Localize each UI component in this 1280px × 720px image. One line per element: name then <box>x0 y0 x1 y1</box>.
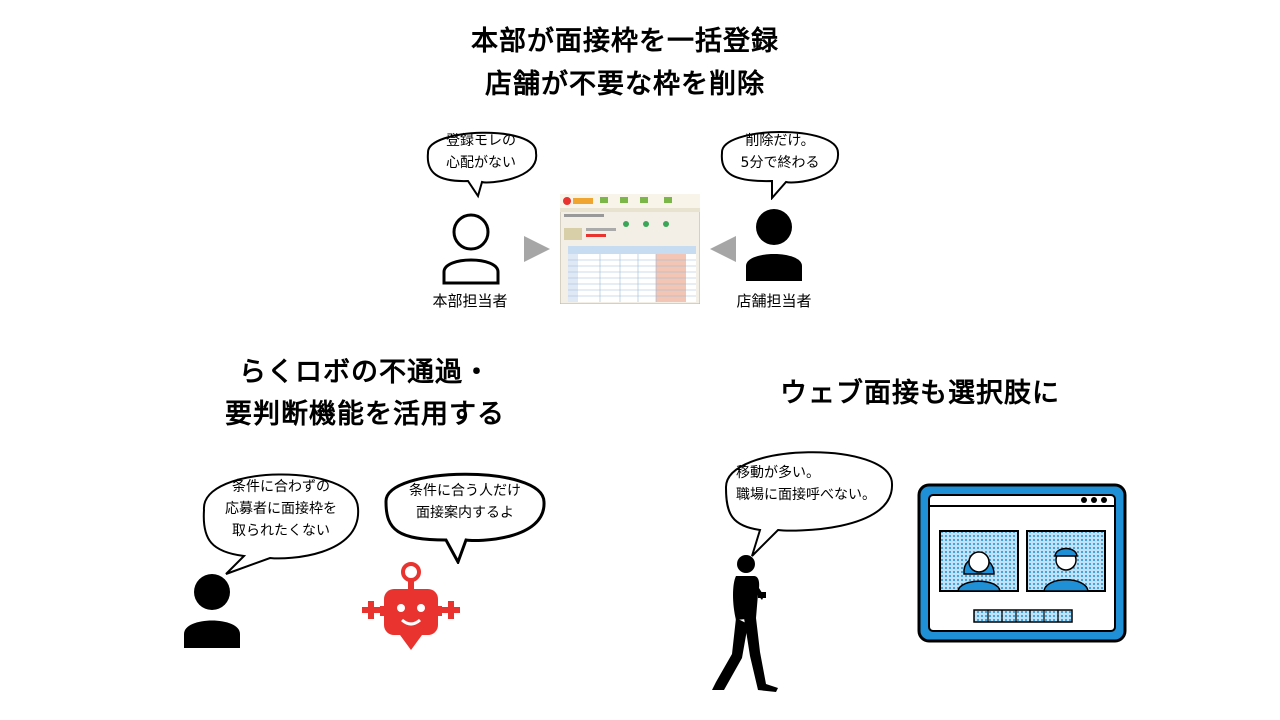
store-label: 店舗担当者 <box>736 292 812 310</box>
walker-bubble-line: 職場に面接呼べない。 <box>736 487 876 503</box>
robot-bubble-line: 条件に合う人だけ <box>409 483 521 499</box>
applicant-person-icon <box>184 574 240 648</box>
hq-speech-bubble <box>426 131 538 199</box>
walking-person-phone-icon <box>712 555 778 692</box>
person-bubble-line: 取られたくない <box>232 523 330 539</box>
hq-label: 本部担当者 <box>432 292 508 310</box>
top-title-line2: 店舗が不要な枠を削除 <box>485 69 765 100</box>
walker-bubble-line: 移動が多い。 <box>736 465 820 481</box>
store-speech-bubble <box>720 131 840 200</box>
person-bubble-line: 条件に合わずの <box>232 479 330 495</box>
robot-bubble-line: 面接案内するよ <box>416 505 514 521</box>
store-person-filled-icon <box>746 209 802 281</box>
store-bubble-text: 削除だけ。 5分で終わる <box>716 130 844 174</box>
hq-bubble-line: 登録モレの <box>446 133 516 149</box>
system-screenshot-thumbnail <box>560 194 700 304</box>
robot-mascot-icon <box>362 562 460 650</box>
left-title-line1: らくロボの不通過・ <box>239 357 491 388</box>
left-title-line2: 要判断機能を活用する <box>225 399 505 430</box>
robot-bubble-text: 条件に合う人だけ 面接案内するよ <box>386 480 544 524</box>
top-title-line1: 本部が面接枠を一括登録 <box>471 26 779 57</box>
web-interview-tablet-icon <box>917 483 1127 643</box>
store-bubble-line: 5分で終わる <box>740 155 820 171</box>
walker-bubble-text: 移動が多い。 職場に面接呼べない。 <box>736 462 896 506</box>
person-speech-bubble <box>202 473 360 575</box>
store-bubble-line: 削除だけ。 <box>745 133 815 149</box>
hq-person-outline-icon <box>442 213 500 285</box>
hq-bubble-text: 登録モレの 心配がない <box>418 130 544 174</box>
arrow-left-icon <box>710 236 736 262</box>
person-bubble-line: 応募者に面接枠を <box>225 501 337 517</box>
robot-speech-bubble <box>384 472 546 564</box>
person-bubble-text: 条件に合わずの 応募者に面接枠を 取られたくない <box>202 476 360 542</box>
arrow-right-icon <box>524 236 550 262</box>
walker-speech-bubble <box>724 451 894 557</box>
hq-bubble-line: 心配がない <box>446 155 516 171</box>
right-title: ウェブ面接も選択肢に <box>780 378 1060 409</box>
